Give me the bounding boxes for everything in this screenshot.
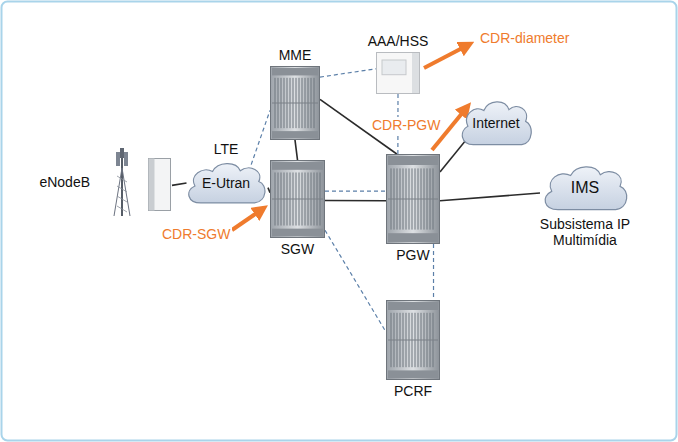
rack-equipment	[387, 301, 440, 380]
network-element: MME	[270, 66, 320, 140]
connector	[325, 230, 386, 332]
cloud-shape	[545, 167, 627, 210]
rack-equipment	[271, 67, 320, 140]
network-element: PCRF	[386, 300, 440, 380]
connector	[172, 183, 187, 185]
connector	[433, 244, 434, 300]
cdr-label: CDR-diameter	[478, 30, 571, 46]
node-shape	[386, 300, 440, 380]
connector	[268, 188, 270, 193]
node-label: MME	[279, 47, 312, 63]
network-element: AAA/HSS	[376, 52, 420, 94]
connector	[251, 110, 270, 164]
rack-equipment	[387, 155, 440, 244]
server-box	[377, 53, 420, 94]
network-cloud: IMSSubsistema IP Multimídia	[540, 163, 630, 213]
node-label: PCRF	[394, 383, 432, 399]
cloud-shape	[189, 164, 265, 203]
network-element: SGW	[270, 160, 325, 238]
node-label: Subsistema IP Multimídia	[533, 216, 637, 248]
antenna-tower	[114, 148, 130, 216]
connector	[440, 141, 466, 173]
network-cloud: Internet	[458, 98, 534, 148]
network-element: PGW	[386, 154, 440, 244]
node-shape	[386, 154, 440, 244]
node-label: Internet	[472, 115, 519, 131]
node-label: SGW	[281, 241, 314, 257]
cdr-arrow	[424, 44, 470, 68]
node-label: IMS	[571, 179, 599, 197]
radio-network-cloud: LTEE-Utran	[184, 160, 268, 206]
node-shape	[270, 66, 320, 140]
connector	[325, 200, 386, 202]
node-label: E-Utran	[202, 175, 250, 191]
connector	[320, 69, 376, 77]
node-label: LTE	[214, 141, 239, 157]
node-shape	[376, 52, 420, 94]
base-station-cabinet	[149, 159, 171, 211]
node-label: AAA/HSS	[368, 33, 429, 49]
rack-equipment	[271, 161, 325, 238]
base-station: eNodeB	[110, 148, 172, 216]
connector	[440, 193, 540, 201]
cdr-arrow	[232, 208, 264, 230]
cdr-label: CDR-PGW	[370, 117, 442, 133]
cdr-label: CDR-SGW	[160, 226, 232, 242]
node-label: PGW	[396, 247, 429, 263]
node-shape	[110, 148, 172, 216]
connector	[295, 140, 298, 160]
node-label: eNodeB	[39, 174, 90, 190]
node-shape	[270, 160, 325, 238]
connector	[325, 191, 386, 192]
cloud-shape	[462, 102, 531, 145]
